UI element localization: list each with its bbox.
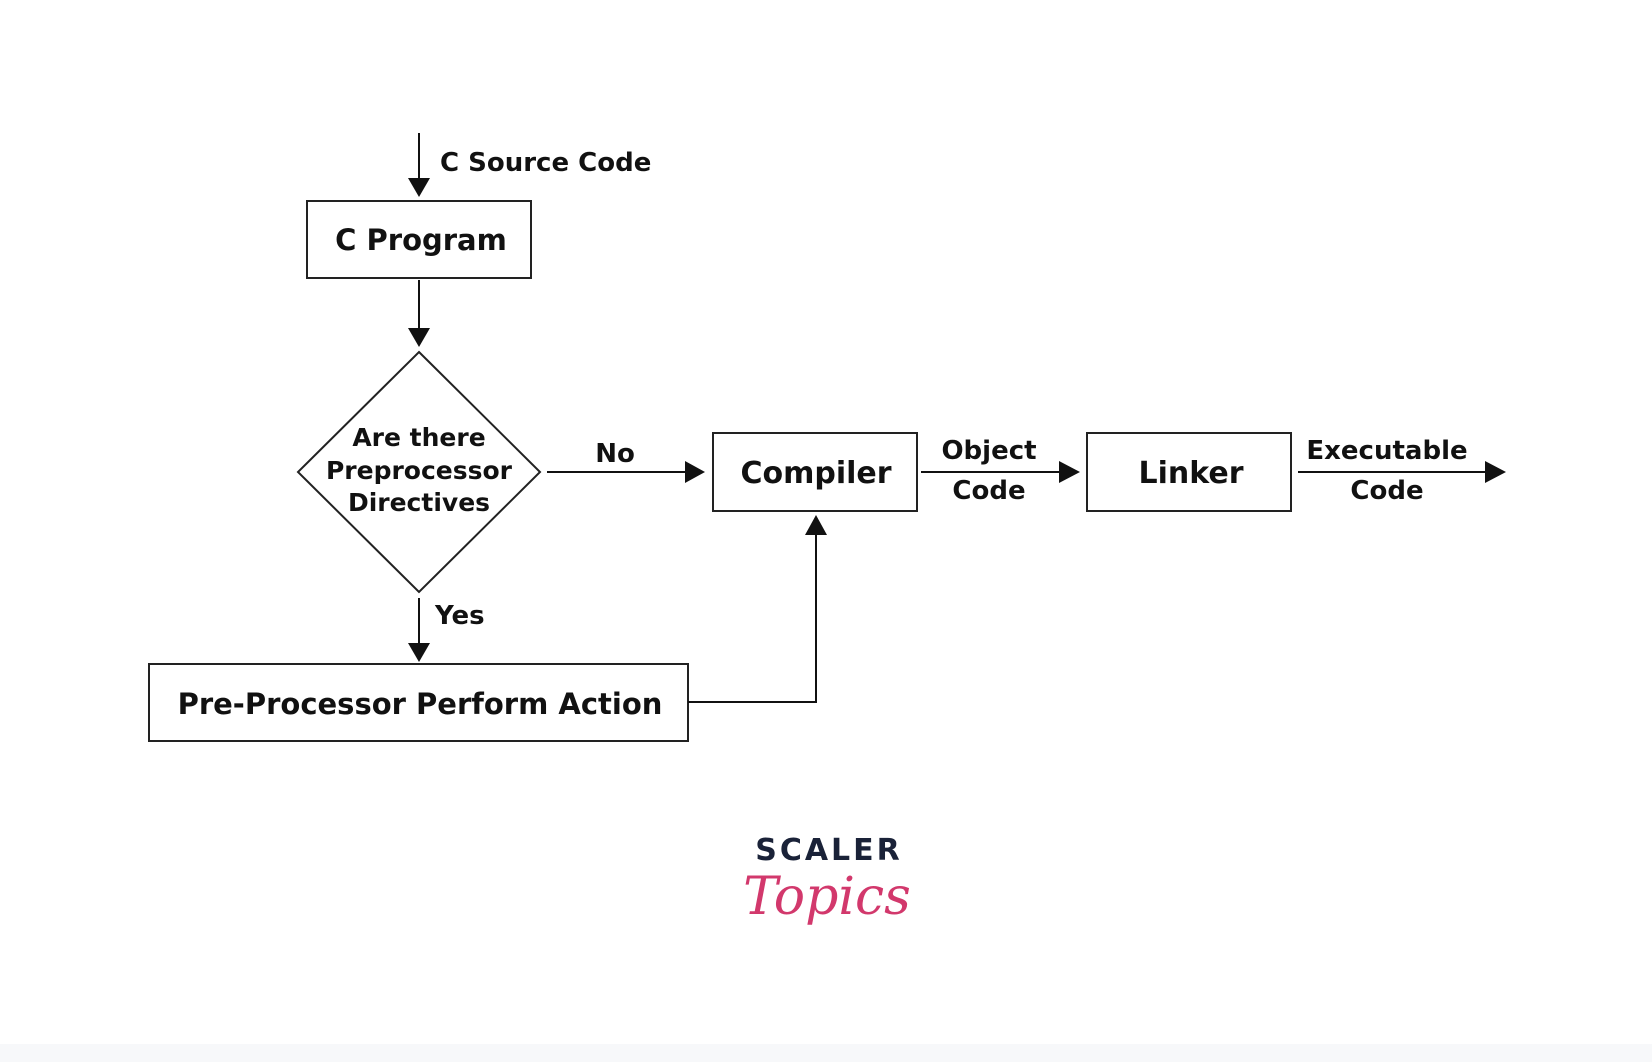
node-c-program: C Program xyxy=(306,200,532,279)
node-preprocessor: Pre-Processor Perform Action xyxy=(148,663,689,742)
executable-code-label-line-2: Code xyxy=(1350,476,1423,506)
node-decision: Are there Preprocessor Directives xyxy=(296,350,542,594)
edge-linker-to-output xyxy=(1298,461,1506,483)
node-linker: Linker xyxy=(1086,432,1292,512)
logo-scaler-text: SCALER xyxy=(755,833,903,868)
yes-label: Yes xyxy=(434,601,485,631)
preprocessor-label: Pre-Processor Perform Action xyxy=(178,687,663,721)
edge-preprocessor-to-compiler xyxy=(688,515,827,703)
logo-topics-text: Topics xyxy=(743,867,911,927)
edge-no-to-compiler xyxy=(547,461,705,483)
executable-code-label-line-1: Executable xyxy=(1306,436,1467,466)
edge-yes-to-preprocessor xyxy=(408,598,430,662)
decision-line-3: Directives xyxy=(348,488,490,517)
bottom-band xyxy=(0,1044,1652,1062)
decision-line-1: Are there xyxy=(352,423,485,452)
object-code-label-line-1: Object xyxy=(941,436,1036,466)
no-label: No xyxy=(595,439,635,469)
object-code-label-line-2: Code xyxy=(952,476,1025,506)
scaler-topics-logo: SCALER Topics xyxy=(743,833,911,927)
decision-line-2: Preprocessor xyxy=(326,456,513,485)
edge-compiler-to-linker xyxy=(921,461,1080,483)
c-program-label: C Program xyxy=(335,223,507,257)
edge-program-to-decision xyxy=(408,280,430,347)
linker-label: Linker xyxy=(1138,456,1243,491)
compiler-label: Compiler xyxy=(740,456,891,491)
source-code-label: C Source Code xyxy=(440,148,651,178)
edge-source-to-program xyxy=(408,133,430,197)
node-compiler: Compiler xyxy=(712,432,918,512)
